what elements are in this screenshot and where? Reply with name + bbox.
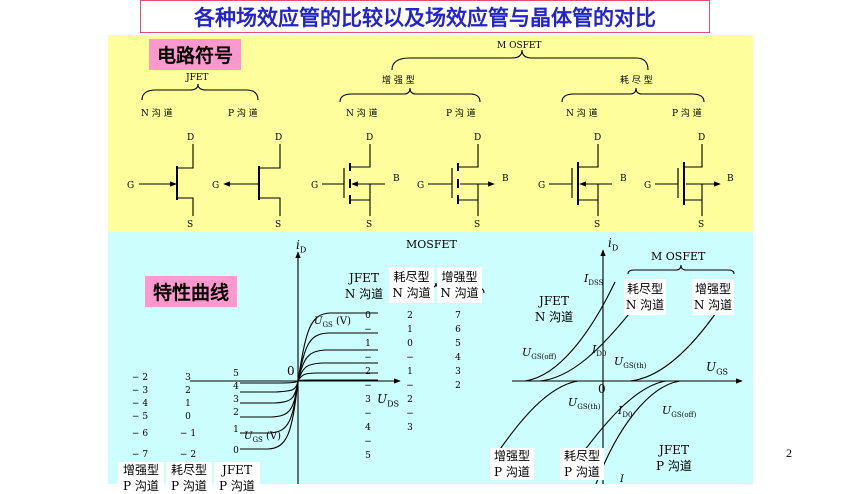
depletion-label: 耗 尽 型 <box>620 76 653 86</box>
jfet-n-label: N 沟 道 <box>141 109 173 119</box>
right-idss-label: IDSS <box>584 272 604 288</box>
slide-title: 各种场效应管的比较以及场效应管与晶体管的对比 <box>140 0 710 33</box>
mos-dep-n-symbol <box>549 144 612 216</box>
right-mosfet-label: M OSFET <box>651 250 706 263</box>
circuit-symbol-heading: 电路符号 <box>149 39 242 70</box>
dep-brace <box>561 87 705 103</box>
jfet-p-label: P 沟 道 <box>228 109 258 119</box>
page-number: 2 <box>786 446 792 460</box>
sym6-b: B <box>727 174 734 184</box>
right-enh-n-curve <box>629 309 719 382</box>
right-dep-n-curve <box>539 299 641 382</box>
left-output-curves-lower <box>240 380 299 450</box>
sym4-g: G <box>417 181 425 191</box>
characteristic-heading: 特性曲线 <box>145 276 238 307</box>
left-ugs-top-label: UGS (V) <box>314 316 352 329</box>
left-output-curves-upper <box>297 312 378 382</box>
left-ugs-bottom-label: UGS (V) <box>244 431 282 444</box>
right-bottom-cut-label: I <box>620 474 624 485</box>
right-ugs-th2-label: UGS(th) <box>568 396 601 412</box>
mos-enh-p-symbol <box>428 144 495 216</box>
dep-n-label: N 沟 道 <box>566 109 598 119</box>
right-ugs-th-label: UGS(th) <box>614 355 647 371</box>
right-jfet-n-curve <box>524 281 616 382</box>
mos-enh-n-symbol <box>322 144 385 216</box>
sym4-d: D <box>474 133 482 143</box>
sym5-g: G <box>538 181 546 191</box>
left-mosfet-label: MOSFET <box>406 238 457 251</box>
sym1-d: D <box>187 133 195 143</box>
sym4-b: B <box>502 174 509 184</box>
right-ugs-off-label: UGS(off) <box>522 346 557 362</box>
sym1-g: G <box>127 181 135 191</box>
right-enh-p-curve <box>495 380 579 456</box>
right-ugs-off2-label: UGS(off) <box>662 404 697 420</box>
sym6-d: D <box>698 133 706 143</box>
sym5-s: S <box>594 220 601 230</box>
jfet-brace <box>141 83 259 101</box>
jfet-label: JFET <box>186 73 209 83</box>
left-lower-col-enh: − 2− 3− 4− 5− 6− 7 <box>131 373 149 460</box>
sym3-g: G <box>311 181 319 191</box>
jfet-n-symbol <box>139 144 194 216</box>
sym2-d: D <box>275 133 283 143</box>
mosfet-label: M OSFET <box>497 41 542 51</box>
right-mosfet-brace <box>627 264 735 275</box>
enhancement-label: 增 强 型 <box>382 76 415 86</box>
sym5-d: D <box>594 133 602 143</box>
right-id-label: iD <box>608 236 619 253</box>
sym6-g: G <box>644 181 652 191</box>
right-origin: 0 <box>598 382 606 396</box>
enh-p-label: P 沟 道 <box>446 109 476 119</box>
left-id-label: iD <box>296 238 307 255</box>
sym2-g: G <box>212 181 220 191</box>
sym3-s: S <box>366 220 373 230</box>
right-id0-label: ID0 <box>592 343 607 359</box>
sym4-s: S <box>474 220 481 230</box>
mos-dep-p-symbol <box>655 144 721 216</box>
jfet-p-symbol <box>223 144 281 216</box>
left-upper-col-jfet: 0− 1− 2− 3− 4− 5 <box>364 311 372 461</box>
sym1-s: S <box>187 220 194 230</box>
left-origin: 0 <box>287 364 295 378</box>
sym3-b: B <box>393 174 400 184</box>
mosfet-brace <box>391 49 649 71</box>
enh-brace <box>339 87 481 103</box>
left-uds-label: UDS <box>377 392 400 409</box>
sym5-b: B <box>620 174 627 184</box>
sym3-d: D <box>366 133 374 143</box>
right-ugs-axis-label: UGS <box>706 360 728 377</box>
enh-n-label: N 沟 道 <box>346 109 378 119</box>
right-id0-2-label: ID0 <box>618 404 633 420</box>
dep-p-label: P 沟 道 <box>672 109 702 119</box>
sym6-s: S <box>698 220 705 230</box>
sym2-s: S <box>275 220 282 230</box>
